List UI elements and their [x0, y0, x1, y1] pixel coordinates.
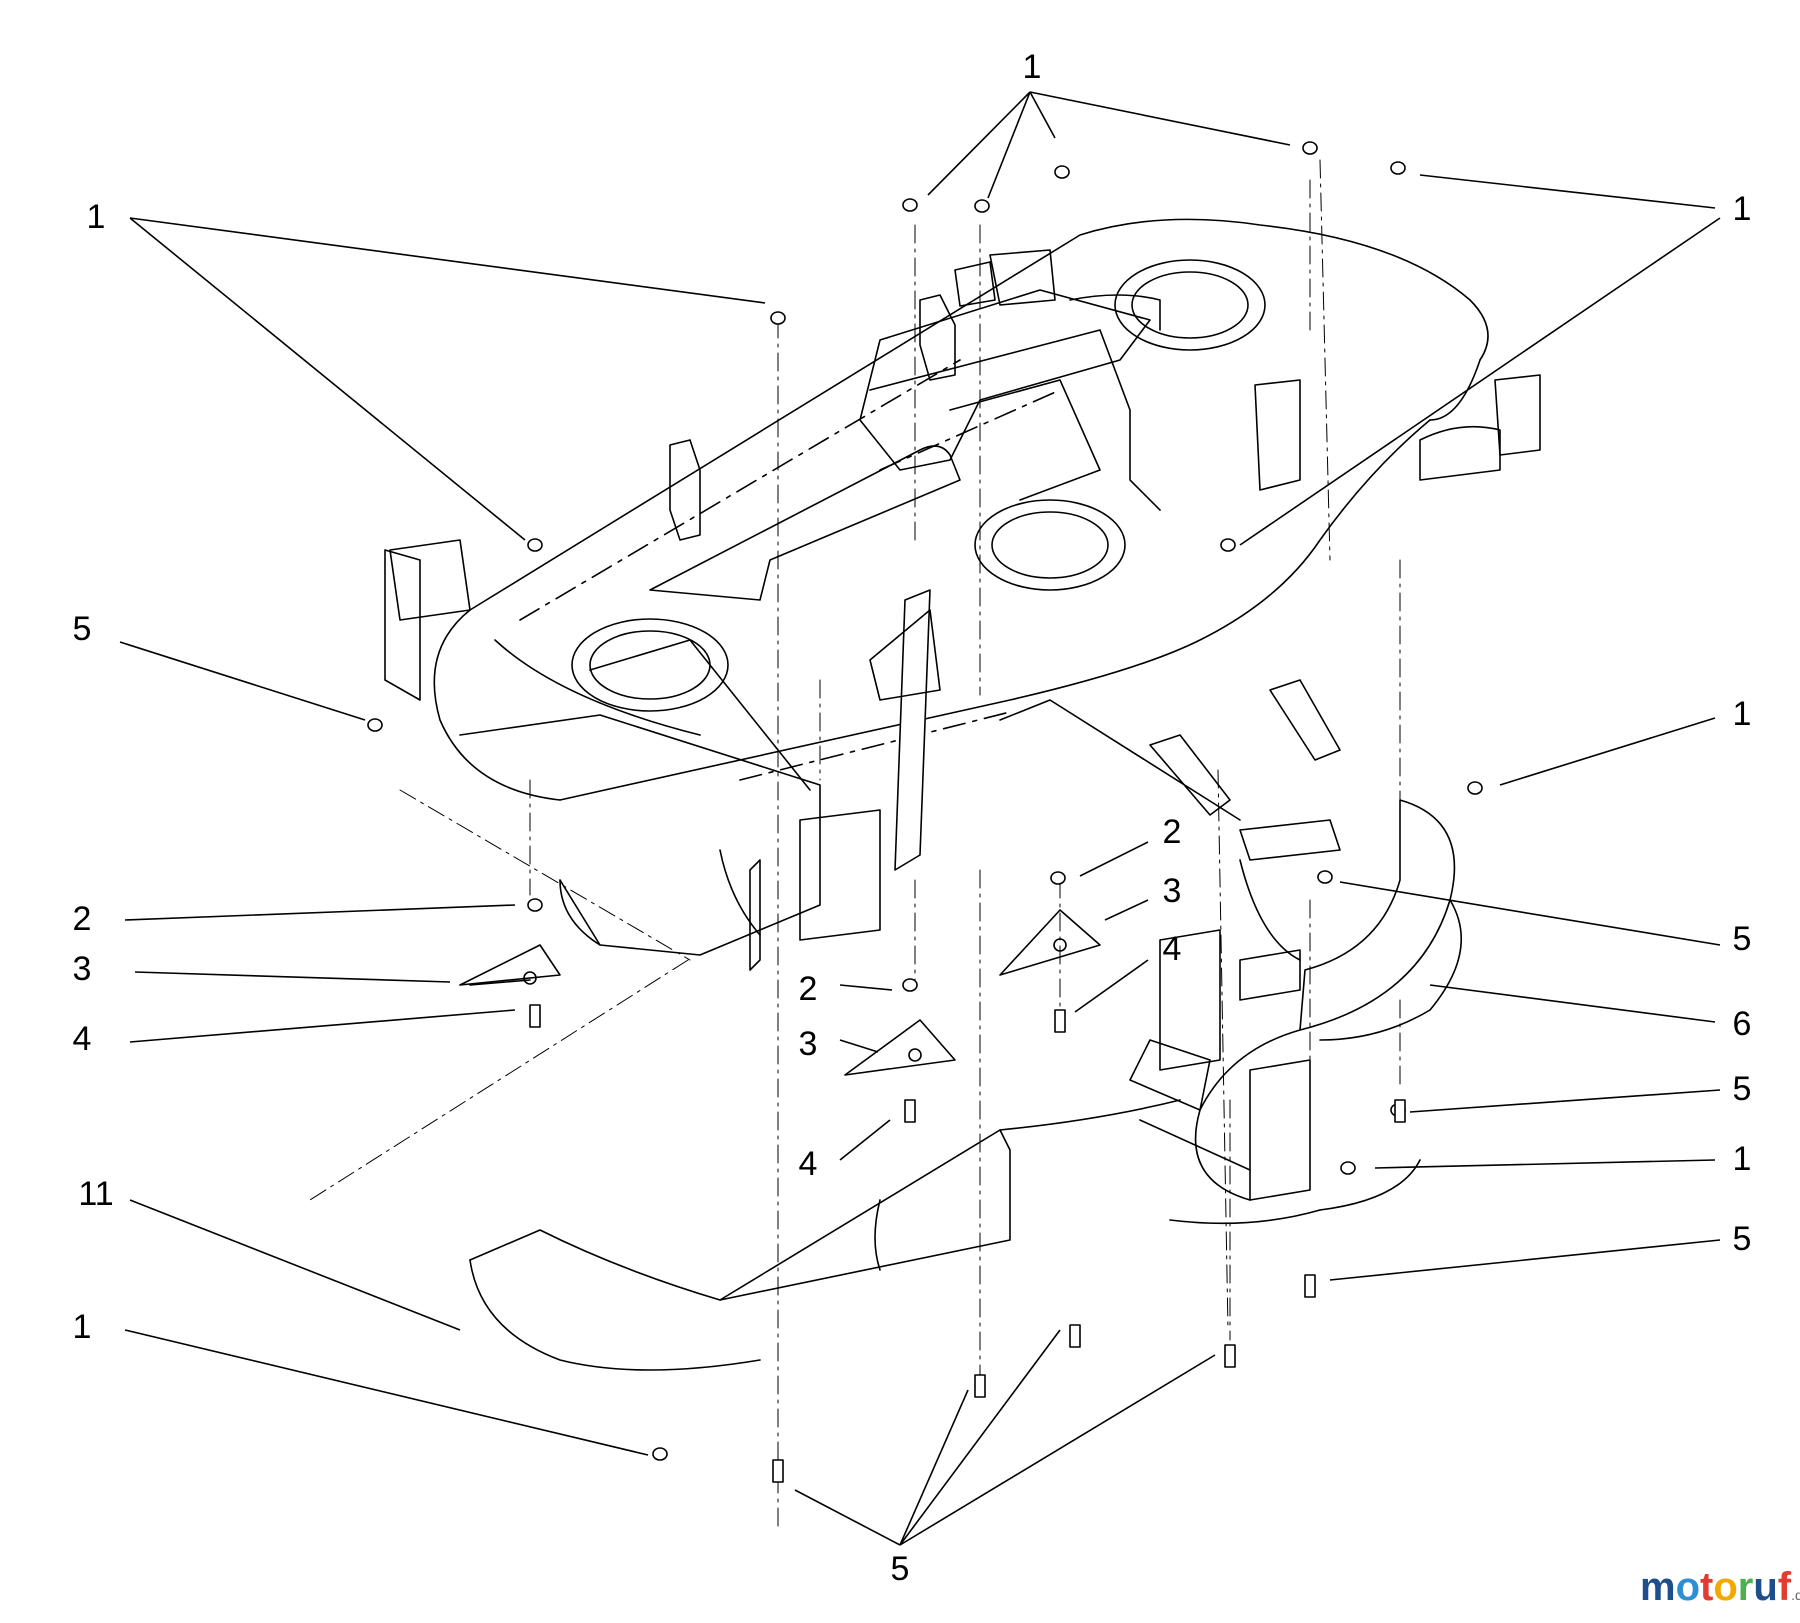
callout-label-1: 1 — [1023, 48, 1042, 86]
leader-line — [1409, 1089, 1721, 1113]
leader-line — [1029, 91, 1056, 139]
spindle-openings — [571, 259, 1266, 712]
watermark-letter: m — [1640, 1565, 1676, 1609]
watermark-letter: u — [1753, 1565, 1777, 1609]
watermark-letter: o — [1713, 1565, 1737, 1609]
leader-line — [124, 1329, 649, 1456]
leader-line — [124, 904, 516, 921]
callout-label-1: 1 — [1733, 1140, 1752, 1178]
callout-label-5: 5 — [1733, 920, 1752, 958]
baffle-assembly — [469, 699, 1462, 1371]
leader-line — [1419, 174, 1716, 209]
deck-top-shell — [433, 218, 1489, 801]
leader-line — [129, 217, 766, 304]
leader-line — [1329, 1239, 1721, 1281]
blade-left — [459, 944, 561, 986]
watermark-letter: o — [1676, 1565, 1700, 1609]
leader-line — [129, 1009, 516, 1043]
callout-label-6: 6 — [1733, 1005, 1752, 1043]
discharge-chute — [459, 639, 881, 971]
callout-label-1: 1 — [1733, 695, 1752, 733]
leader-line — [1339, 881, 1721, 946]
watermark-logo: motoruf.de — [1640, 1565, 1800, 1609]
leader-line — [794, 1489, 901, 1546]
leader-line — [987, 91, 1031, 199]
watermark-letter: t — [1700, 1565, 1713, 1609]
leader-line — [129, 217, 526, 541]
callout-label-4: 4 — [1163, 930, 1182, 968]
svg-text:motoruf.de: motoruf.de — [1640, 1565, 1800, 1609]
assembly-centerlines — [309, 159, 1401, 1531]
fasteners — [367, 141, 1483, 1483]
leader-line — [927, 91, 1031, 196]
callout-label-4: 4 — [799, 1145, 818, 1183]
leader-line — [1239, 217, 1721, 546]
leader-line — [129, 1199, 461, 1331]
callout-label-3: 3 — [799, 1025, 818, 1063]
leader-line — [899, 1329, 1061, 1546]
leader-line — [134, 971, 451, 983]
callout-label-11: 11 — [78, 1175, 113, 1213]
leader-line — [1429, 984, 1716, 1023]
leader-line — [1104, 899, 1149, 921]
leader-line — [839, 1039, 879, 1053]
leader-line — [119, 641, 366, 721]
callout-label-5: 5 — [1733, 1070, 1752, 1108]
blade-center — [844, 1019, 956, 1076]
watermark-letter: r — [1738, 1565, 1754, 1609]
callout-label-1: 1 — [87, 198, 106, 236]
watermark-letter: f — [1778, 1565, 1792, 1609]
callout-label-4: 4 — [73, 1020, 92, 1058]
leader-line — [839, 984, 893, 991]
leader-line — [1074, 959, 1149, 1013]
leader-line — [1374, 1159, 1716, 1169]
callout-label-2: 2 — [73, 900, 92, 938]
leader-line — [899, 1354, 1216, 1546]
callout-label-2: 2 — [1163, 813, 1182, 851]
leader-line — [899, 1389, 969, 1546]
baffle-plates — [1149, 679, 1341, 816]
leader-line — [1499, 717, 1716, 786]
callout-label-5: 5 — [1733, 1220, 1752, 1258]
callout-label-5: 5 — [891, 1550, 910, 1588]
callout-labels: 1111111222333444555555611 — [73, 48, 1752, 1588]
callout-label-3: 3 — [1163, 872, 1182, 910]
callout-label-5: 5 — [73, 610, 92, 648]
top-plate-frames — [649, 289, 1161, 601]
callout-label-1: 1 — [73, 1308, 92, 1346]
leader-line — [839, 1119, 891, 1161]
leader-lines — [119, 91, 1721, 1546]
leader-line — [1029, 91, 1291, 146]
blade-right — [999, 909, 1101, 976]
leader-line — [1079, 841, 1149, 877]
callout-label-3: 3 — [73, 950, 92, 988]
watermark-suffix: .de — [1791, 1587, 1800, 1603]
mounting-brackets — [384, 249, 1541, 871]
callout-label-2: 2 — [799, 970, 818, 1008]
callout-label-1: 1 — [1733, 190, 1752, 228]
